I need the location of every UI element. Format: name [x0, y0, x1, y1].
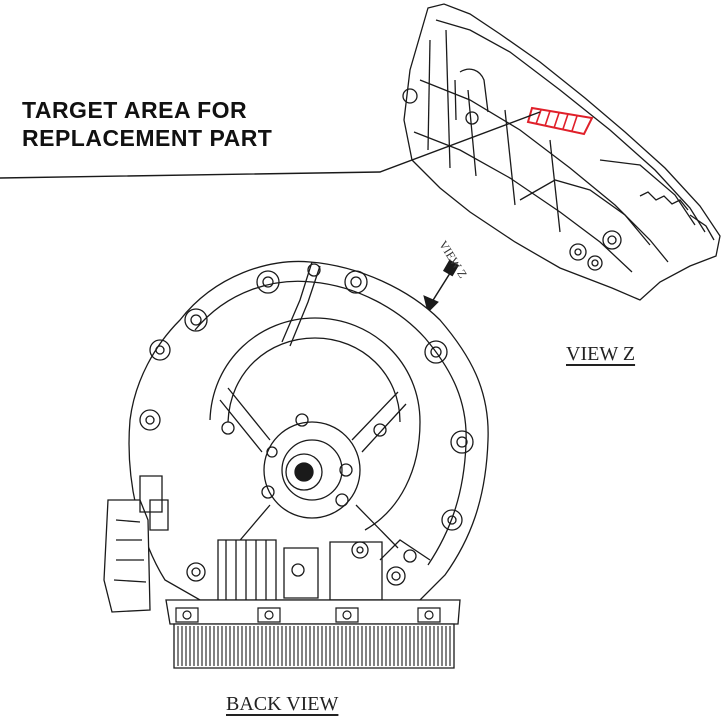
oil-pan-fins: [178, 626, 450, 666]
oil-pan-bolt-tabs: [176, 608, 440, 622]
callout-line-1: TARGET AREA FOR: [22, 97, 248, 123]
callout-leader-line: [0, 112, 540, 178]
back-view-caption: BACK VIEW: [226, 693, 339, 715]
view-z-detail: [403, 4, 720, 300]
view-z-caption: VIEW Z: [566, 343, 636, 365]
target-area-highlight: [528, 108, 592, 134]
callout-line-2: REPLACEMENT PART: [22, 125, 273, 151]
back-view-transmission: [104, 261, 488, 668]
target-area-callout: TARGET AREA FOR REPLACEMENT PART: [22, 96, 272, 152]
